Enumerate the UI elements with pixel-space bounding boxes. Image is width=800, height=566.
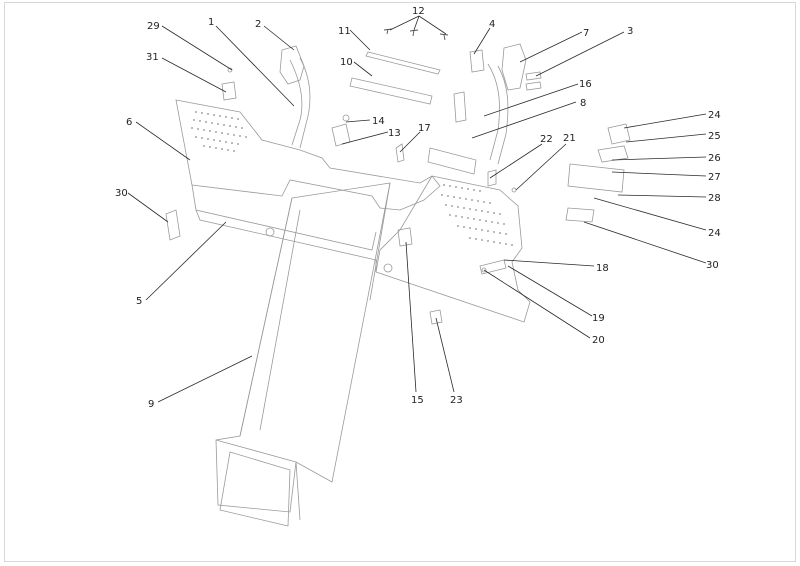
- callout-15: 15: [411, 395, 424, 406]
- diagram-frame: [4, 2, 796, 562]
- callout-22: 22: [540, 134, 553, 145]
- callout-labels: 29 1 2 31 6 30 5 9 11 10 12 14 13 17 4 7…: [115, 6, 721, 410]
- callout-7: 7: [583, 28, 589, 39]
- callout-28: 28: [708, 193, 721, 204]
- callout-19: 19: [592, 313, 605, 324]
- callout-27: 27: [708, 172, 721, 183]
- callout-11: 11: [338, 26, 351, 37]
- chute-part-9: [215, 182, 391, 527]
- callout-3: 3: [627, 26, 633, 37]
- right-guard-plate: [375, 175, 531, 323]
- callout-9: 9: [148, 399, 154, 410]
- callout-6: 6: [126, 117, 132, 128]
- callout-8: 8: [580, 98, 586, 109]
- callout-24-bottom: 24: [708, 228, 721, 239]
- callout-24-top: 24: [708, 110, 721, 121]
- callout-31: 31: [146, 52, 159, 63]
- callout-17: 17: [418, 123, 431, 134]
- callout-5: 5: [136, 296, 142, 307]
- callout-1: 1: [208, 17, 214, 28]
- callout-18: 18: [596, 263, 609, 274]
- left-plate-perforation: [191, 111, 247, 152]
- top-bars: [349, 28, 449, 105]
- callout-10: 10: [340, 57, 353, 68]
- left-guard-plate: [175, 99, 441, 261]
- callout-20: 20: [592, 335, 605, 346]
- callout-26: 26: [708, 153, 721, 164]
- hardware: [165, 43, 631, 325]
- callout-4: 4: [489, 19, 495, 30]
- callout-12: 12: [412, 6, 425, 17]
- callout-30-left: 30: [115, 188, 128, 199]
- leader-lines: [127, 15, 707, 403]
- callout-14: 14: [372, 116, 385, 127]
- callout-29: 29: [147, 21, 160, 32]
- support-arms: [289, 57, 509, 165]
- callout-13: 13: [388, 128, 401, 139]
- right-plate-perforation: [441, 184, 513, 246]
- callout-30-right: 30: [706, 260, 719, 271]
- callout-25: 25: [708, 131, 721, 142]
- callout-21: 21: [563, 133, 576, 144]
- callout-23: 23: [450, 395, 463, 406]
- callout-16: 16: [579, 79, 592, 90]
- callout-2: 2: [255, 19, 261, 30]
